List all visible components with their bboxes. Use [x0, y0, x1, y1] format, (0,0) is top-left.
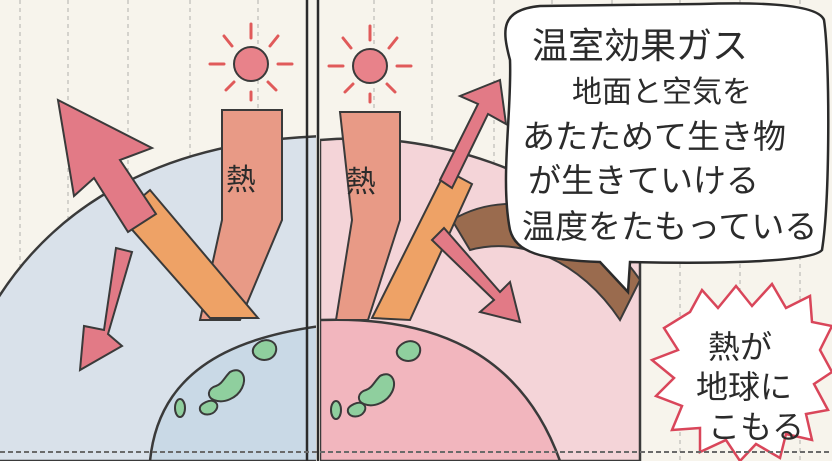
burst-line-3: こもる: [708, 408, 804, 446]
burst-bubble-outline: [649, 281, 832, 461]
left-panel: 熱: [0, 22, 316, 461]
left-sun: [208, 22, 294, 102]
left-heat-label: 熱: [226, 163, 256, 198]
speech-line-5: 温度をたもっている: [522, 207, 817, 246]
burst-bubble: 熱が 地球に こもる: [649, 281, 832, 461]
speech-bubble: 温室効果ガス 地面と空気を あたためて生き物 が生きていける 温度をたもっている: [504, 2, 830, 295]
burst-line-2: 地球に: [696, 368, 792, 406]
right-heat-arrows: [334, 78, 522, 324]
right-panel: 熱: [320, 24, 642, 461]
right-land: [330, 340, 422, 420]
burst-line-1: 熱が: [708, 328, 772, 366]
right-heat-label: 熱: [346, 165, 376, 200]
speech-bubble-outline: [504, 2, 830, 295]
right-sun: [327, 24, 413, 104]
speech-line-1: 温室効果ガス: [532, 26, 748, 67]
speech-line-2: 地面と空気を: [572, 75, 752, 110]
panel-divider: [305, 0, 320, 461]
left-heat-arrows: [56, 98, 283, 372]
speech-line-4: が生きていける: [528, 161, 759, 200]
left-land: [174, 339, 278, 418]
speech-line-3: あたためて生き物: [522, 117, 786, 156]
